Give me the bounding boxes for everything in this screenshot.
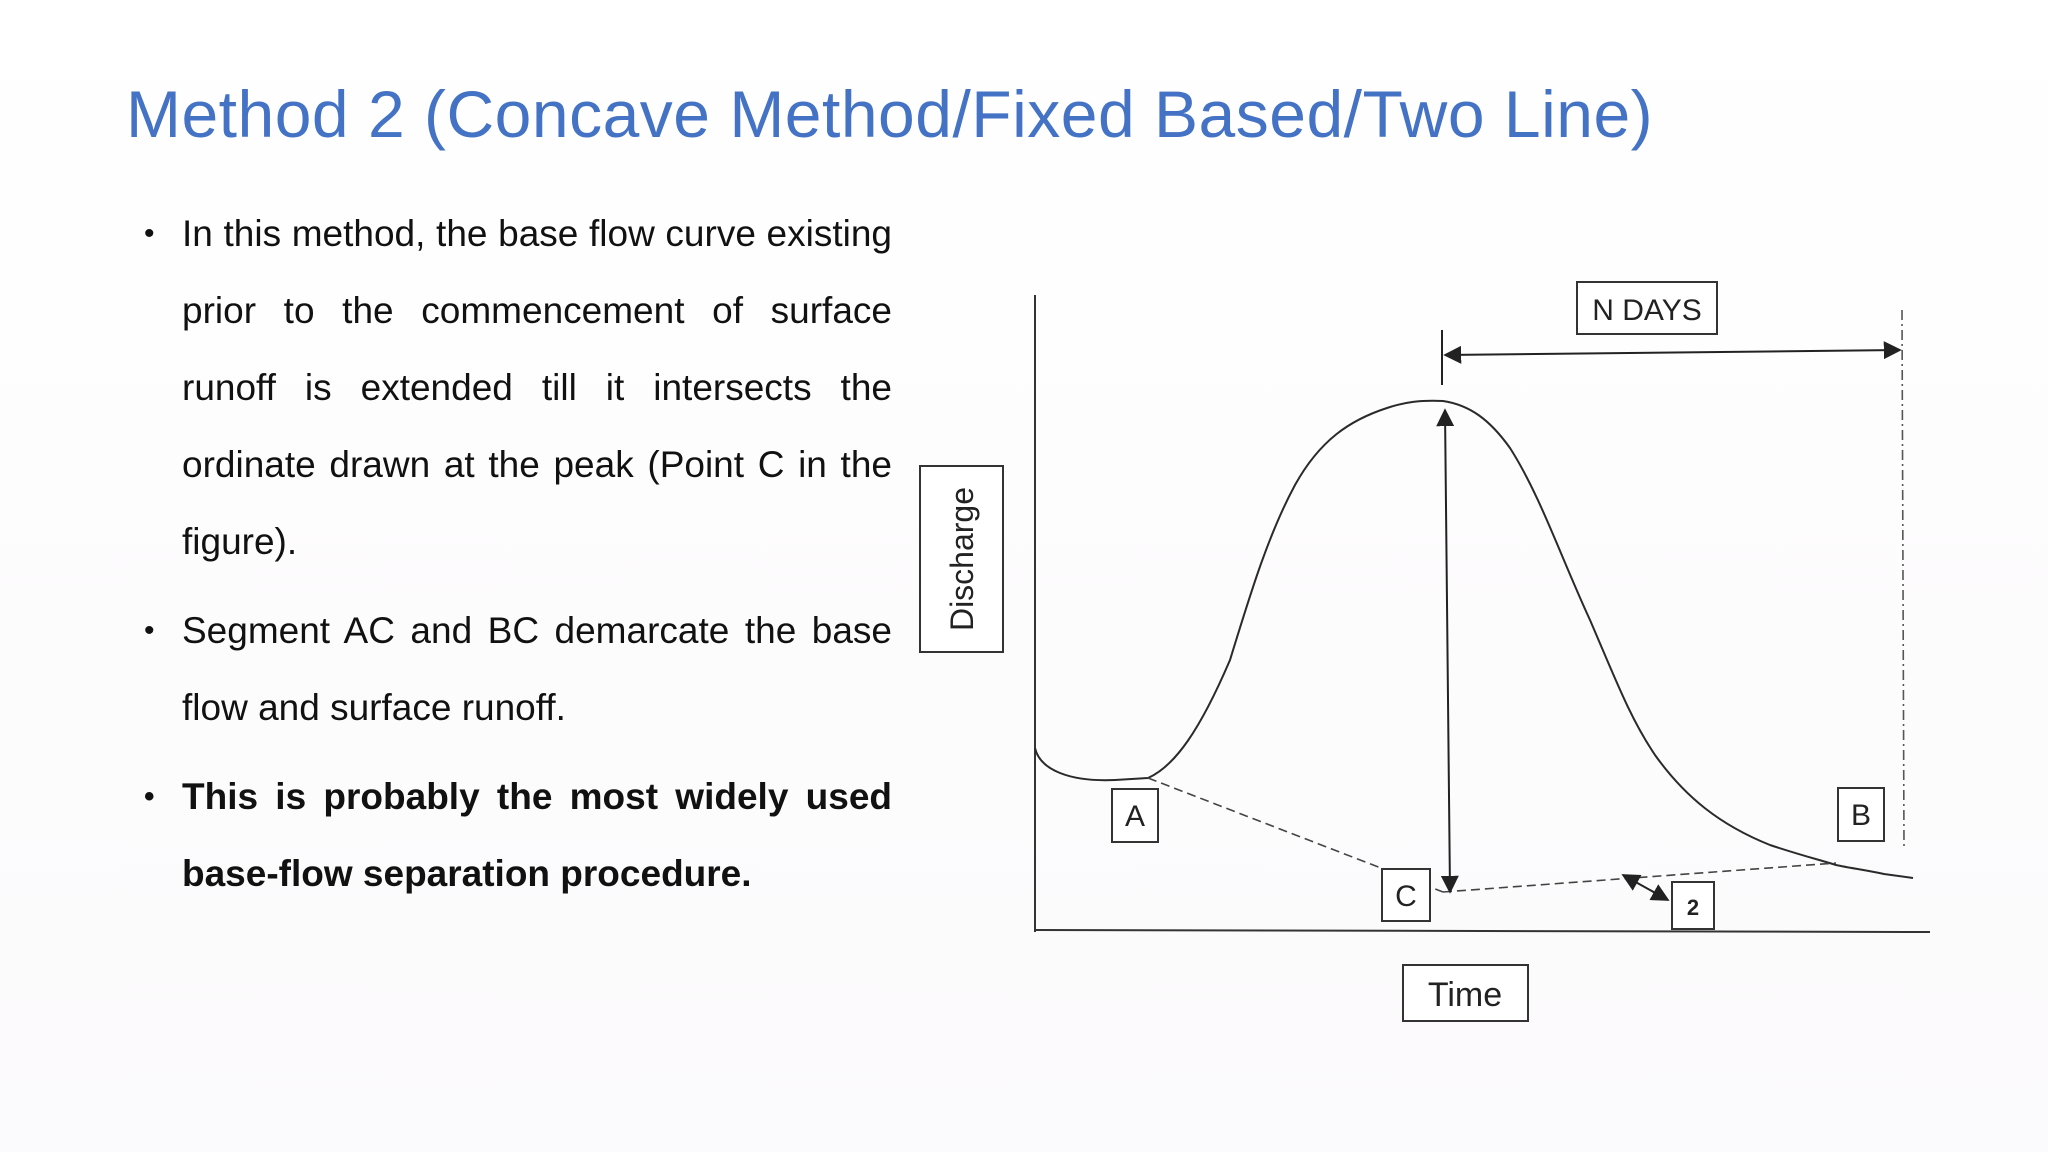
slide-title: Method 2 (Concave Method/Fixed Based/Two…: [126, 77, 1654, 151]
point-b-label: B: [1851, 799, 1871, 832]
y-axis-label: Discharge: [944, 487, 980, 631]
point-c-label: C: [1395, 880, 1417, 913]
segment-ac: [1147, 777, 1444, 893]
bullet-text: This is probably the most widely used ba…: [182, 776, 892, 894]
hydrograph-diagram: N DAYS Discharge Time A C B 2: [919, 281, 1931, 1022]
x-axis-label: Time: [1428, 976, 1502, 1014]
n-days-box: [1576, 281, 1718, 335]
point-c-box: [1381, 868, 1431, 922]
peak-ordinate: [1436, 408, 1459, 894]
bullet-dot-icon: •: [144, 217, 155, 250]
marker-2-box: [1671, 881, 1715, 930]
bullet-text: In this method, the base flow curve exis…: [182, 213, 892, 562]
discharge-box: [919, 465, 1004, 653]
hydrograph-curve: [1034, 399, 1914, 879]
bullet-dot-icon: •: [144, 614, 155, 647]
point-a-box: [1111, 788, 1159, 843]
bullet-list: • In this method, the base flow curve ex…: [140, 195, 892, 924]
bullet-item: • This is probably the most widely used …: [140, 758, 892, 912]
marker-2-arrow: [1621, 874, 1670, 901]
time-box: [1402, 964, 1529, 1022]
bullet-text: Segment AC and BC demarcate the base flo…: [182, 610, 892, 728]
segment-cb: [1442, 862, 1837, 893]
n-days-label: N DAYS: [1592, 294, 1701, 327]
n-days-end-line: [1901, 309, 1905, 849]
bullet-dot-icon: •: [144, 780, 155, 813]
marker-2-label: 2: [1687, 895, 1699, 920]
point-b-box: [1837, 787, 1885, 842]
x-axis: [1034, 929, 1931, 933]
n-days-span-arrow: [1443, 341, 1902, 364]
point-a-label: A: [1125, 800, 1145, 833]
bullet-item: • In this method, the base flow curve ex…: [140, 195, 892, 580]
bullet-item: • Segment AC and BC demarcate the base f…: [140, 592, 892, 746]
